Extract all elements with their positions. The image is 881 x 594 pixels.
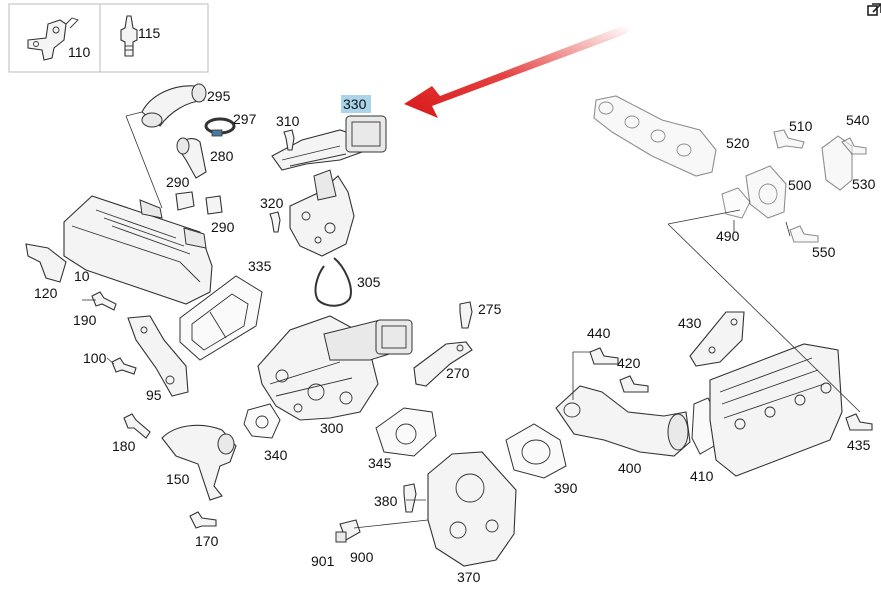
part-295-drawing: [141, 83, 207, 128]
part-label-295[interactable]: 295: [207, 88, 231, 104]
part-420-drawing: [619, 375, 649, 393]
part-label-340[interactable]: 340: [264, 447, 288, 463]
part-labels: 295 297 310 330 280 290 290 320 335 305 …: [34, 88, 876, 585]
part-label-280[interactable]: 280: [210, 148, 234, 164]
external-link-icon[interactable]: [867, 3, 881, 16]
part-180-drawing: [123, 413, 151, 439]
part-label-540[interactable]: 540: [846, 112, 870, 128]
part-120-drawing: [25, 243, 67, 283]
part-label-370[interactable]: 370: [457, 569, 481, 585]
part-label-420[interactable]: 420: [617, 355, 641, 371]
part-400-drawing: [555, 385, 691, 457]
part-490-drawing: [721, 187, 751, 219]
part-320-drawing: [269, 211, 281, 233]
part-345-drawing: [375, 407, 437, 457]
part-115-drawing: [120, 15, 138, 57]
part-290a-drawing: [175, 191, 195, 211]
leader-lines: [82, 111, 861, 529]
part-label-290a[interactable]: 290: [166, 174, 190, 190]
part-530-drawing: [821, 135, 853, 191]
part-550-drawing: [789, 225, 819, 243]
part-310-drawing: [283, 129, 295, 151]
part-label-180[interactable]: 180: [112, 438, 136, 454]
legend-label-110[interactable]: 110: [68, 44, 91, 60]
part-label-290b[interactable]: 290: [211, 219, 235, 235]
part-390-drawing: [505, 423, 567, 479]
part-label-435[interactable]: 435: [847, 437, 871, 453]
part-label-440[interactable]: 440: [587, 325, 611, 341]
legend-label-115[interactable]: 115: [138, 25, 161, 41]
part-label-320[interactable]: 320: [260, 195, 284, 211]
part-label-10[interactable]: 10: [74, 268, 90, 284]
highlight-330-background: [341, 95, 371, 113]
part-190-drawing: [91, 291, 117, 311]
part-label-275[interactable]: 275: [478, 301, 502, 317]
part-290b-drawing: [205, 195, 223, 215]
part-label-170[interactable]: 170: [195, 533, 219, 549]
legend-box: 110 115: [8, 3, 209, 73]
part-label-500[interactable]: 500: [788, 177, 812, 193]
part-label-300[interactable]: 300: [320, 420, 344, 436]
part-280-drawing: [176, 137, 207, 179]
part-label-380[interactable]: 380: [374, 493, 398, 509]
part-label-330[interactable]: 330: [343, 96, 367, 112]
part-435-drawing: [845, 413, 873, 431]
part-430-drawing: [689, 311, 745, 367]
part-label-410[interactable]: 410: [690, 468, 714, 484]
part-label-900[interactable]: 900: [350, 549, 374, 565]
part-110-drawing: [27, 17, 79, 61]
part-label-95[interactable]: 95: [146, 387, 162, 403]
part-housing-upper-drawing: [289, 169, 355, 257]
part-label-120[interactable]: 120: [34, 285, 58, 301]
part-label-345[interactable]: 345: [368, 455, 392, 471]
part-label-390[interactable]: 390: [554, 480, 578, 496]
part-label-400[interactable]: 400: [618, 460, 642, 476]
part-305-drawing: [314, 257, 352, 307]
part-500-drawing: [745, 165, 787, 219]
part-label-150[interactable]: 150: [166, 471, 190, 487]
part-label-305[interactable]: 305: [357, 274, 381, 290]
part-label-520[interactable]: 520: [726, 135, 750, 151]
part-440-drawing: [589, 347, 619, 365]
part-510-drawing: [773, 129, 805, 149]
part-330-drawing: [271, 115, 387, 171]
part-10-drawing: [63, 195, 213, 305]
part-150-drawing: [161, 424, 237, 501]
part-297-drawing: [204, 117, 236, 137]
part-540-drawing: [841, 137, 867, 155]
highlight-arrow: [404, 26, 630, 118]
part-95-drawing: [127, 315, 189, 397]
part-380-drawing: [403, 483, 417, 513]
part-100-drawing: [111, 357, 137, 375]
part-335-drawing: [179, 275, 263, 361]
part-340-drawing: [243, 403, 281, 439]
part-275-drawing: [459, 301, 473, 329]
part-label-100[interactable]: 100: [83, 350, 107, 366]
part-label-530[interactable]: 530: [852, 176, 876, 192]
part-label-190[interactable]: 190: [73, 312, 97, 328]
part-label-297[interactable]: 297: [233, 111, 257, 127]
part-label-490[interactable]: 490: [716, 228, 740, 244]
part-270-drawing: [413, 341, 473, 387]
part-170-drawing: [189, 511, 217, 529]
part-label-430[interactable]: 430: [678, 315, 702, 331]
part-label-550[interactable]: 550: [812, 244, 836, 260]
part-900-drawing: [335, 519, 361, 543]
part-520-drawing: [593, 95, 717, 177]
part-label-270[interactable]: 270: [446, 365, 470, 381]
part-label-335[interactable]: 335: [248, 258, 272, 274]
part-label-510[interactable]: 510: [789, 118, 813, 134]
part-label-310[interactable]: 310: [276, 113, 300, 129]
part-370-drawing: [427, 451, 517, 567]
part-300-drawing: [257, 315, 413, 421]
part-label-901[interactable]: 901: [311, 553, 335, 569]
part-cylinder-head-drawing: [709, 343, 843, 477]
